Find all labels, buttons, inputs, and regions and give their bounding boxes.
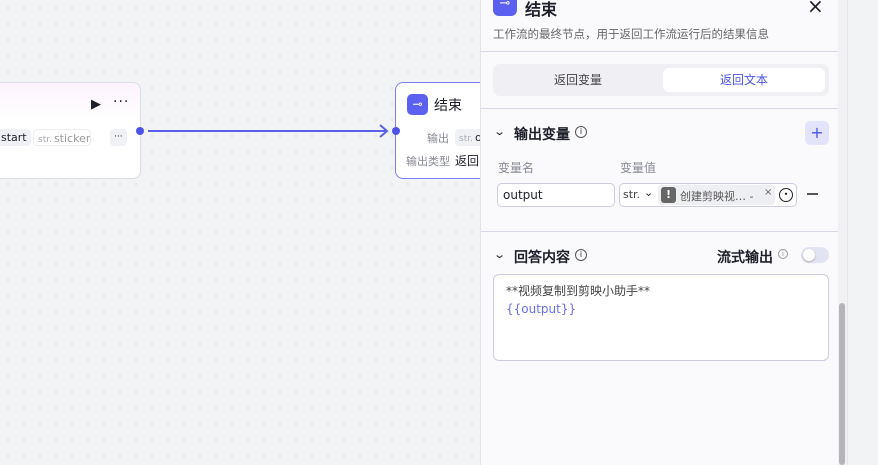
chevron-down-icon: ⌄ — [644, 186, 654, 199]
panel-title: 结束 — [525, 0, 558, 19]
info-icon: i — [778, 249, 788, 259]
more-icon[interactable]: ··· — [113, 94, 130, 110]
answer-content-editor[interactable]: **视频复制到剪映小助手** {{output}} — [493, 274, 829, 361]
panel-description: 工作流的最终节点，用于返回工作流运行后的结果信息 — [493, 27, 769, 41]
close-icon[interactable]: × — [807, 0, 824, 18]
info-icon: i — [575, 126, 587, 138]
tab-return-variable[interactable]: 返回变量 — [553, 73, 602, 87]
stream-output-label: 流式输出 — [717, 250, 773, 266]
answer-line-1: **视频复制到剪映小助手** — [506, 284, 651, 298]
output-tag: str.o — [455, 129, 486, 146]
run-icon[interactable]: ▶ — [91, 97, 101, 112]
reference-label: 创建剪映视… - — [680, 190, 754, 203]
output-type-label: 输出类型 — [406, 155, 450, 168]
tab-return-text[interactable]: 返回文本 — [663, 68, 825, 92]
connection-edge — [148, 124, 389, 138]
stream-output-toggle[interactable] — [801, 247, 829, 263]
end-icon: ⊸ — [407, 94, 428, 115]
upstream-node[interactable]: ▶ ··· start str.sticker_ ··· — [0, 82, 141, 179]
end-node-title: 结束 — [434, 98, 462, 114]
answer-line-2-variable: {{output}} — [506, 302, 577, 316]
output-section-title: 输出变量 — [514, 127, 570, 143]
input-port[interactable] — [392, 127, 400, 135]
more-vars-button[interactable]: ··· — [110, 129, 127, 146]
reference-tag[interactable]: ! 创建剪映视… - × — [658, 185, 775, 205]
mode-tabs: 返回变量 返回文本 — [493, 64, 829, 96]
panel-scrollbar[interactable] — [838, 0, 847, 465]
output-value: o — [474, 131, 482, 144]
info-icon: i — [575, 249, 587, 261]
col-value-label: 变量值 — [620, 161, 657, 175]
add-variable-button[interactable]: + — [805, 121, 829, 145]
col-name-label: 变量名 — [498, 161, 535, 175]
remove-variable-button[interactable] — [807, 193, 818, 195]
var-name: sticker_ — [53, 132, 91, 145]
output-type-value: 返回 — [455, 154, 480, 168]
right-edge — [847, 0, 878, 465]
chevron-down-icon[interactable]: ⌄ — [493, 125, 507, 138]
var-type: str. — [38, 135, 52, 145]
end-icon: ⊸ — [493, 0, 517, 16]
variable-name-input[interactable]: output — [497, 183, 615, 207]
input-tag: start — [0, 129, 31, 146]
remove-reference-icon[interactable]: × — [764, 187, 773, 198]
answer-section-title: 回答内容 — [514, 250, 570, 266]
node-config-panel: ⊸ 结束 × 工作流的最终节点，用于返回工作流运行后的结果信息 返回变量 返回文… — [480, 0, 838, 465]
variable-value-select[interactable]: str. ⌄ ! 创建剪映视… - × • — [619, 183, 797, 207]
target-icon[interactable]: • — [779, 188, 793, 202]
output-port[interactable] — [136, 127, 144, 135]
type-select[interactable]: str. — [623, 188, 641, 201]
var-tag: str.sticker_ — [33, 129, 91, 146]
warning-icon: ! — [661, 187, 676, 203]
output-label: 输出 — [427, 132, 449, 145]
output-type: str. — [459, 134, 473, 144]
chevron-down-icon[interactable]: ⌄ — [493, 248, 507, 261]
